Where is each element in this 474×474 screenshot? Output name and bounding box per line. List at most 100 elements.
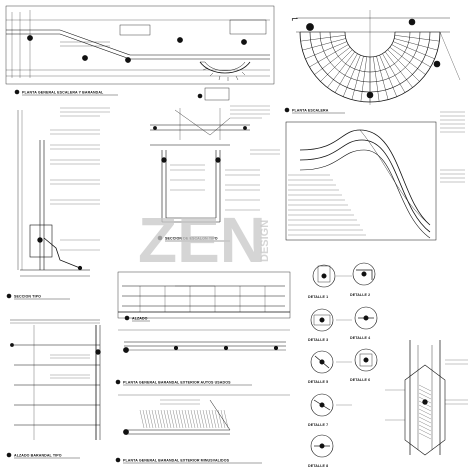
drafting-line (305, 41, 347, 59)
detail-label-8: DETALLE 8 (308, 464, 328, 468)
drafting-line (418, 432, 432, 440)
drafting-line (418, 420, 432, 428)
detail-7 (310, 393, 334, 417)
section-tipo: SECCION TIPO (6, 110, 100, 300)
view-title-barandal-autos: PLANTA GENERAL BARANDAL EXTERIOR AUTOS U… (123, 381, 231, 385)
drafting-line (418, 404, 432, 412)
drafting-line (327, 51, 355, 88)
drafting-line (382, 53, 406, 93)
drafting-line (178, 409, 184, 429)
detail-label-1: DETALLE 1 (308, 295, 328, 299)
drafting-line (393, 41, 435, 59)
details-column: DETALLE 1 DETALLE 2 DETALLE 3 DETALLE 4 … (308, 262, 378, 468)
plan-barandal-autos: PLANTA GENERAL BARANDAL EXTERIOR AUTOS U… (115, 329, 290, 386)
detail-2 (352, 262, 376, 286)
drafting-line (205, 409, 211, 429)
plan-general-stair: PLANTA GENERAL ESCALERA Y BARANDAL (5, 5, 275, 96)
drafting-line (418, 388, 432, 396)
drafting-line (193, 409, 199, 429)
view-title-alzado-barandal: ALZADO BARANDAL TIPO (14, 454, 62, 458)
view-title-barandal-minusvalidos: PLANTA GENERAL BARANDAL EXTERIOR MINUSVA… (123, 459, 230, 463)
drafting-line (391, 44, 431, 68)
post-detail (385, 340, 468, 456)
detail-3 (310, 308, 334, 332)
detail-label-6: DETALLE 6 (350, 378, 370, 382)
detail-6 (354, 348, 378, 372)
plan-barandal-minusvalidos: PLANTA GENERAL BARANDAL EXTERIOR MINUSVA… (115, 394, 290, 464)
drafting-line (169, 409, 175, 429)
drafting-line (175, 409, 181, 429)
detail-label-3: DETALLE 3 (308, 338, 328, 342)
watermark-logo: ZEN (138, 204, 266, 276)
drafting-line (220, 409, 226, 429)
detail-8 (310, 434, 334, 458)
detail-label-5: DETALLE 5 (308, 380, 328, 384)
drafting-line (190, 409, 196, 429)
drafting-line (145, 409, 151, 429)
drafting-line (418, 392, 432, 400)
drafting-line (166, 409, 172, 429)
view-title-seccion-escalon: SECCION DE ESCALON TIPO (165, 237, 218, 241)
plan-stair-detail (150, 87, 270, 140)
drafting-line (418, 412, 432, 420)
drafting-line (300, 35, 346, 42)
svg-text:⌐: ⌐ (291, 15, 299, 25)
drafting-line (142, 409, 148, 429)
view-title-plan-escalera: PLANTA ESCALERA (292, 109, 329, 113)
drafting-line (418, 428, 432, 436)
drafting-line (389, 47, 426, 75)
detail-5 (310, 350, 334, 374)
drafting-line (223, 409, 229, 429)
watermark: ZEN DESIGN (138, 204, 271, 276)
drafting-line (418, 416, 432, 424)
annotations (60, 107, 280, 405)
drafting-line (302, 38, 346, 51)
drafting-line (157, 409, 163, 429)
section-escalon-tipo: SECCION DE ESCALON TIPO (150, 144, 260, 242)
view-title-seccion-tipo: SECCION TIPO (14, 295, 41, 299)
drafting-line (211, 409, 217, 429)
drafting-line (184, 409, 190, 429)
watermark-sub: DESIGN (259, 220, 271, 262)
drafting-line (214, 409, 220, 429)
drafting-line (418, 424, 432, 432)
elevation-alzado: ALZADO (117, 271, 291, 322)
plan-helical-stair: ⌐ (291, 10, 461, 105)
drafting-line (351, 56, 364, 100)
drafting-line (385, 51, 413, 88)
drafting-line (154, 409, 160, 429)
drafting-line (418, 408, 432, 416)
view-title-plan-general: PLANTA GENERAL ESCALERA Y BARANDAL (22, 91, 104, 95)
drafting-line (394, 35, 440, 42)
drafting-line (373, 56, 380, 102)
drafting-line (151, 409, 157, 429)
drafting-line (394, 38, 438, 51)
drafting-line (172, 409, 178, 429)
drafting-line (343, 55, 361, 97)
drafting-line (376, 56, 389, 100)
elevation-stair: PLANTA ESCALERA (284, 107, 465, 241)
detail-1 (312, 264, 336, 288)
detail-label-4: DETALLE 4 (350, 336, 370, 340)
drafting-line (320, 49, 353, 82)
view-title-alzado: ALZADO (132, 317, 148, 321)
drafting-line (208, 409, 214, 429)
drafting-line (360, 56, 367, 102)
detail-4 (354, 306, 378, 330)
drafting-line (160, 409, 166, 429)
drafting-line (139, 409, 145, 429)
drafting-line (387, 49, 420, 82)
drafting-line (314, 47, 351, 75)
drafting-line (196, 409, 202, 429)
drafting-line (187, 409, 193, 429)
drafting-line (181, 409, 187, 429)
drafting-line (309, 44, 349, 68)
detail-label-7: DETALLE 7 (308, 423, 328, 427)
detail-label-2: DETALLE 2 (350, 293, 370, 297)
drafting-line (163, 409, 169, 429)
elevation-barandal-tipo: ALZADO BARANDAL TIPO (6, 319, 101, 459)
drafting-line (202, 409, 208, 429)
drafting-line (334, 53, 358, 93)
drafting-line (148, 409, 154, 429)
